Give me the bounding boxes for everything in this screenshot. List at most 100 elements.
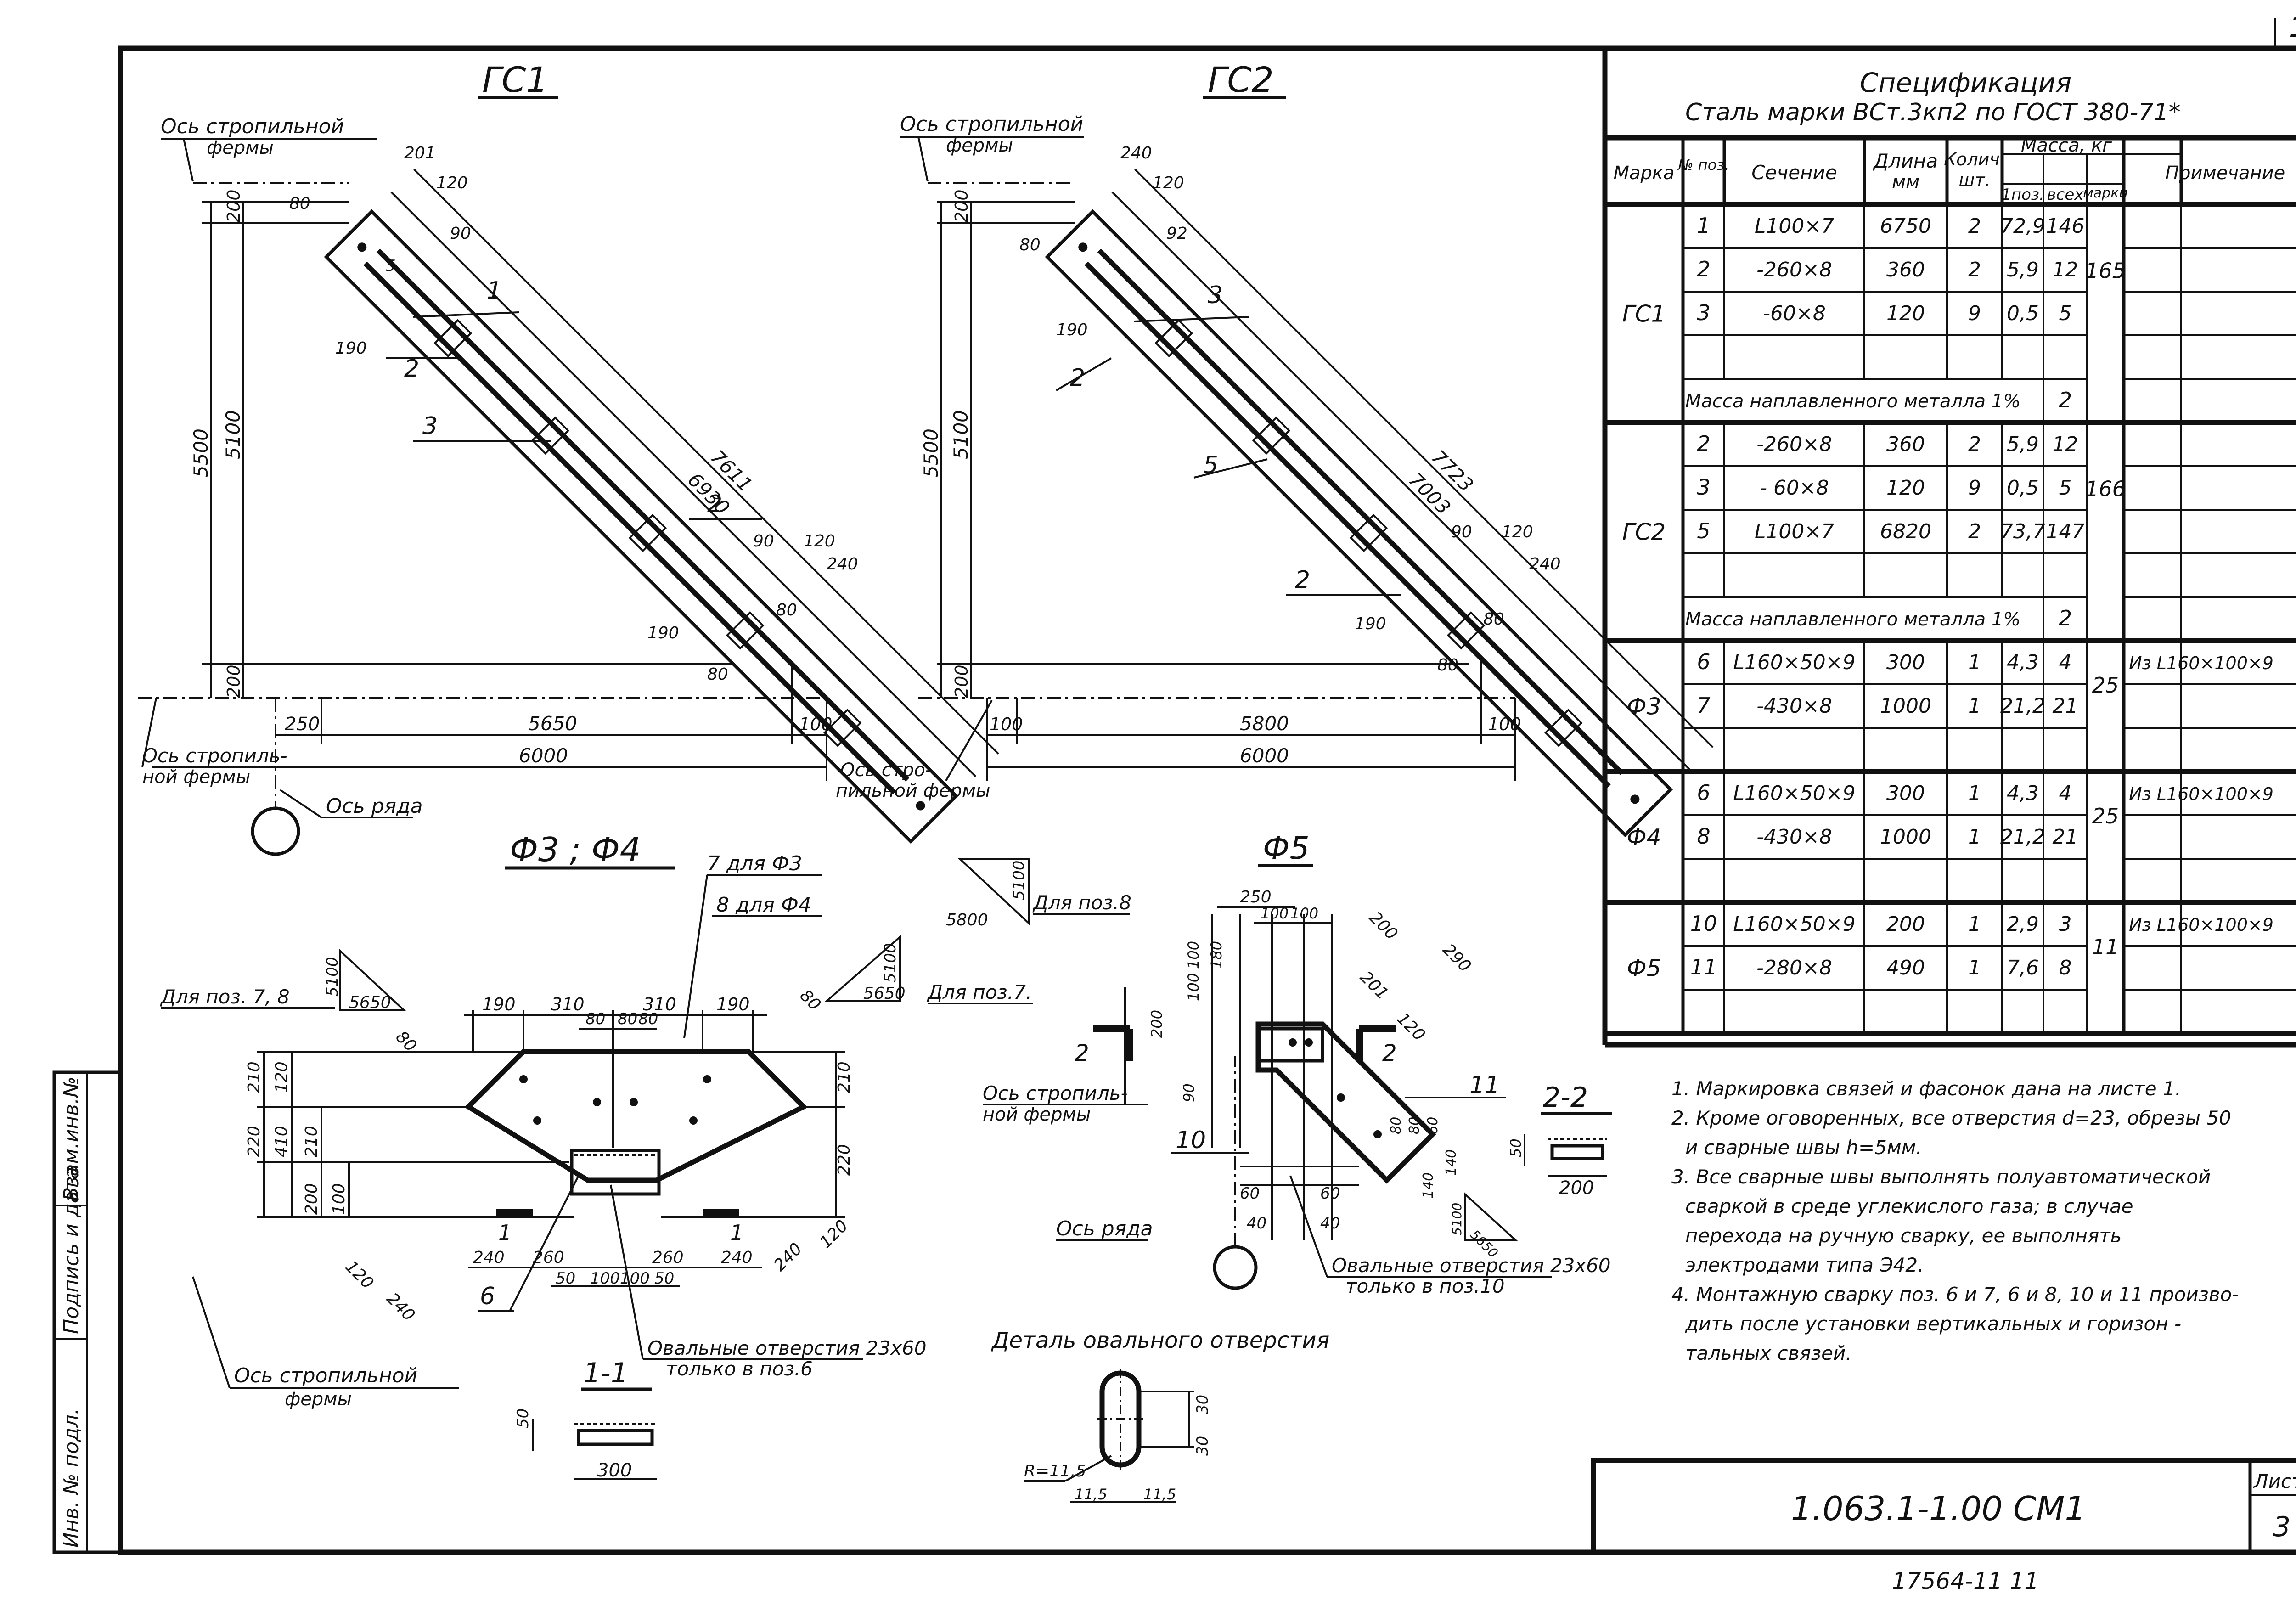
spec-cell-pos: 5 xyxy=(1697,518,1710,543)
f5-oval-note-1: Овальные отверстия 23х60 xyxy=(1332,1254,1611,1277)
gs2-axis-top-1: Ось стропильной xyxy=(900,113,1083,136)
sec11-w: 300 xyxy=(597,1460,632,1481)
spec-cell-pos: 3 xyxy=(1697,300,1710,325)
f5-d-120: 120 xyxy=(1393,1009,1429,1045)
spec-cell-mass-all: 5 xyxy=(2059,476,2072,500)
gs2-dim-5500: 5500 xyxy=(920,428,942,478)
spec-cell-mark: Ф5 xyxy=(1627,955,1661,982)
note-line: 3. Все сварные швы выполнять полуавтомат… xyxy=(1671,1166,2211,1188)
spec-head-mass-all: всех xyxy=(2047,186,2084,204)
spec-cell-mass-pos: 0,5 xyxy=(2007,476,2039,500)
spec-cell-section: L100×7 xyxy=(1755,214,1834,238)
spec-cell-length: 490 xyxy=(1886,956,1925,980)
spec-cell-pos: 3 xyxy=(1697,475,1710,500)
f34-b-260b: 260 xyxy=(652,1248,684,1267)
f5-title: Ф5 xyxy=(1263,830,1310,867)
gs1-dim-240: 240 xyxy=(827,555,858,574)
spec-cell-mass-all: 146 xyxy=(2046,214,2085,238)
spec-cell-mass-mark: 25 xyxy=(2092,673,2119,698)
gs1-pos-2a: 2 xyxy=(404,355,419,383)
view-gs1: ГС1 Ось стропильной фермы 5500 5100 200 … xyxy=(138,59,999,856)
side-stamp: Инв. № подл. Подпись и дата Взам.инв.№ xyxy=(52,1070,122,1554)
view-gs2: ГС2 Ось стропильной фермы 5500 5100 200 … xyxy=(836,59,1714,838)
gs1-axis-top-1: Ось стропильной xyxy=(161,115,344,138)
spec-cell-pos: 11 xyxy=(1690,955,1717,980)
spec-cell-length: 6750 xyxy=(1880,214,1931,238)
f34-b-50b: 50 xyxy=(654,1269,674,1288)
f34-slope-c-5650: 5650 xyxy=(863,984,906,1003)
gs1-dim-80b: 80 xyxy=(776,601,797,620)
spec-cell-qty: 1 xyxy=(1968,956,1981,980)
spec-cell-pos: 6 xyxy=(1697,780,1710,805)
spec-cell-pos: 2 xyxy=(1697,257,1710,282)
spec-head-note: Примечание xyxy=(2165,163,2285,184)
spec-weld-label: Масса наплавленного металла 1% xyxy=(1685,609,2020,630)
gs1-dim-200-top: 200 xyxy=(224,189,244,223)
spec-cell-mass-all: 21 xyxy=(2053,694,2078,718)
f34-for-7: Для поз.7. xyxy=(927,981,1032,1003)
f34-d-240a: 240 xyxy=(383,1289,419,1325)
f34-top-190a: 190 xyxy=(482,994,516,1014)
spec-head-qty-1: Колич. xyxy=(1944,149,2005,169)
gs2-dim-5100: 5100 xyxy=(950,410,972,459)
gs2-dim-90: 90 xyxy=(1451,523,1472,541)
spec-cell-section: -430×8 xyxy=(1756,825,1832,849)
note-line: 2. Кроме оговоренных, все отверстия d=23… xyxy=(1671,1107,2231,1129)
spec-cell-mass-pos: 72,9 xyxy=(2000,214,2045,238)
spec-cell-length: 300 xyxy=(1886,782,1925,805)
f5-d-90: 90 xyxy=(1180,1083,1198,1102)
spec-head-mass-pos: 1поз. xyxy=(2001,186,2044,204)
f34-d-120a: 120 xyxy=(342,1257,377,1293)
oval-r: R=11,5 xyxy=(1024,1462,1086,1481)
f34-b-240b: 240 xyxy=(721,1248,753,1267)
f34-d-120b: 120 xyxy=(816,1217,852,1252)
f5-d-80b: 80 xyxy=(1407,1117,1423,1134)
f34-d-80b: 80 xyxy=(796,986,824,1014)
spec-cell-mass-pos: 21,2 xyxy=(2000,825,2045,849)
spec-head-marka: Марка xyxy=(1613,163,1674,184)
spec-cell-mass-pos: 4,3 xyxy=(2007,782,2039,805)
spec-head-mass-mark: марки xyxy=(2083,185,2128,201)
spec-cell-pos: 1 xyxy=(1697,213,1710,238)
spec-weld-value: 2 xyxy=(2059,388,2072,412)
section-1-1: 1-1 50 300 xyxy=(514,1357,657,1481)
gs1-dim-200-bot: 200 xyxy=(224,665,244,698)
notes-block: 1. Маркировка связей и фасонок дана на л… xyxy=(1671,1077,2239,1364)
gs2-dim-80c: 80 xyxy=(1437,656,1458,675)
spec-head-length-2: мм xyxy=(1892,172,1919,193)
f34-in-80b: 80 xyxy=(618,1010,637,1028)
gs2-dim-190a: 190 xyxy=(1056,321,1088,339)
gs2-dim-190b: 190 xyxy=(1355,614,1386,633)
oval-h1: 30 xyxy=(1193,1395,1212,1414)
spec-cell-mass-mark: 11 xyxy=(2092,935,2119,959)
page-number-top: 15 xyxy=(2289,11,2296,44)
f34-axis-2: фермы xyxy=(285,1389,352,1410)
spec-cell-qty: 9 xyxy=(1968,476,1981,500)
f34-top-190b: 190 xyxy=(716,994,750,1014)
gs1-pos-2b: 2 xyxy=(707,490,722,518)
gs1-row-axis-circle xyxy=(251,806,300,856)
f34-for-78: Для поз. 7, 8 xyxy=(160,986,290,1008)
spec-cell-length: 200 xyxy=(1886,913,1925,936)
spec-cell-length: 120 xyxy=(1886,302,1925,325)
f34-b-50a: 50 xyxy=(556,1269,575,1288)
spec-head-mass: Масса, кг xyxy=(2021,135,2112,156)
spec-cell-mass-pos: 7,6 xyxy=(2007,956,2039,980)
f5-section-mark-left: 2 xyxy=(1075,1040,1089,1066)
oval-detail-title: Деталь овального отверстия xyxy=(991,1328,1329,1353)
spec-cell-mass-pos: 2,9 xyxy=(2007,913,2039,936)
spec-cell-section: L100×7 xyxy=(1755,520,1834,543)
gs1-brace: 7611 6930 xyxy=(324,169,999,844)
sheet-code: 1.063.1-1.00 СМ1 xyxy=(1791,1489,2086,1528)
gs2-dim-200-bot: 200 xyxy=(951,665,972,698)
f34-pos-6: 6 xyxy=(480,1283,495,1310)
f34-r-210: 210 xyxy=(835,1061,854,1093)
spec-cell-pos: 6 xyxy=(1697,649,1710,674)
gs2-brace: 7723 7003 xyxy=(1045,169,1714,838)
f34-l-210: 210 xyxy=(245,1061,264,1093)
gs1-axis-bottom-2: ной фермы xyxy=(142,766,250,788)
spec-cell-mass-mark: 166 xyxy=(2085,477,2126,501)
title-block: 1.063.1-1.00 СМ1 Лист 3 17564-11 11 xyxy=(1591,1458,2296,1594)
sec11-title: 1-1 xyxy=(583,1357,628,1389)
